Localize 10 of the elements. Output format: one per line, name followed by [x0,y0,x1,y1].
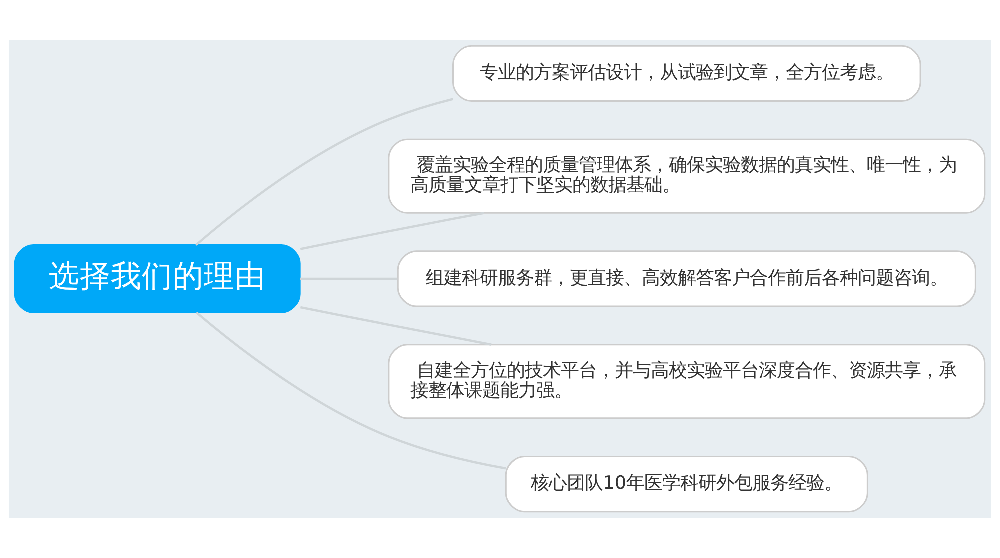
node-box: 选择我们的理由 [14,244,301,314]
connector [300,212,485,250]
node-box: 专业的方案评估设计，从试验到文章，全方位考虑。 [452,45,922,102]
node-box: 覆盖实验全程的质量管理体系，确保实验数据的真实性、唯一性，为高质量文章打下坚实的数据基础。 [388,138,986,214]
connector [196,312,506,470]
node-box: 核心团队10年医学科研外包服务经验。 [505,456,868,513]
connector [300,306,492,346]
node-box: 组建科研服务群，更直接、高效解答客户合作前后各种问题咨询。 [397,250,976,308]
connector [195,98,454,246]
node-box: 自建全方位的技术平台，并与高校实验平台深度合作、资源共享，承接整体课题能力强。 [388,344,986,420]
